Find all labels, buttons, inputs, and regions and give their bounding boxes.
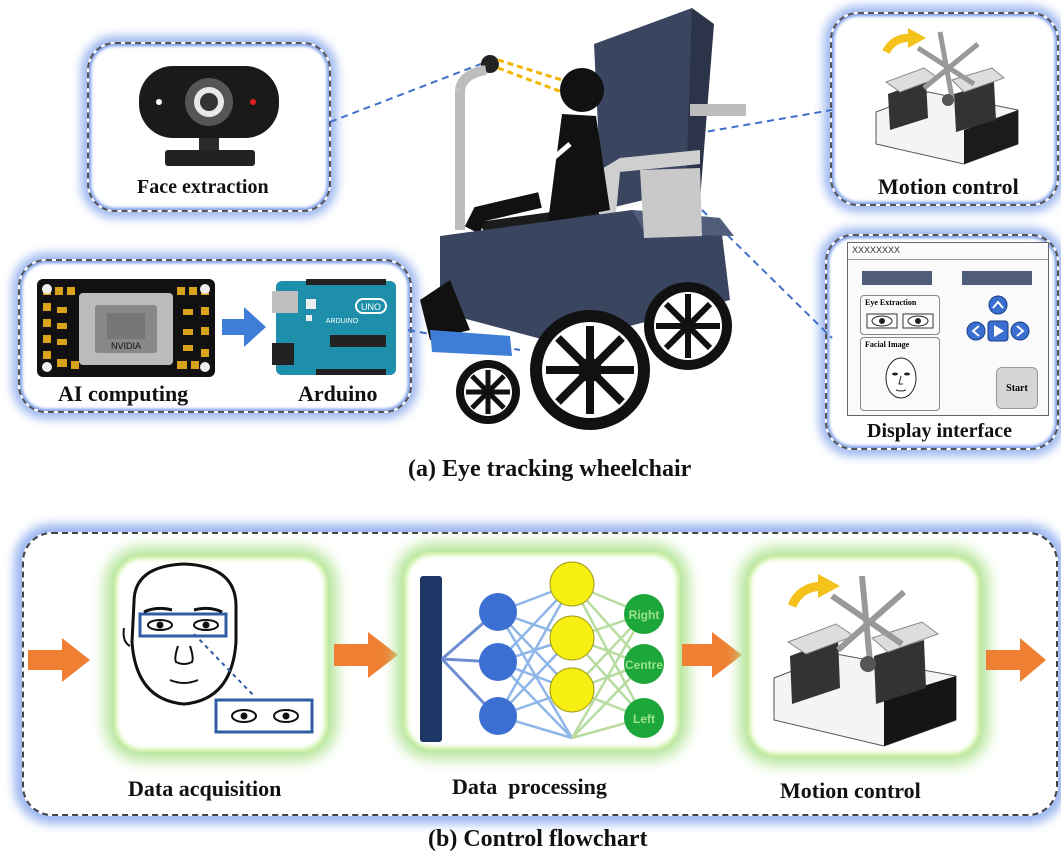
arrow-right-orange-icon-3	[682, 632, 742, 678]
start-button-label: Start	[1006, 382, 1028, 394]
arrow-right-orange-icon-4	[986, 638, 1046, 682]
top-caption: (a) Eye tracking wheelchair	[408, 456, 692, 482]
arduino-sub-text: ARDUINO	[326, 318, 359, 325]
output-centre-label: Centre	[625, 658, 663, 672]
arrow-right-orange-icon-1	[28, 638, 90, 682]
direction-pad-icon[interactable]	[958, 293, 1038, 353]
motion-control-panel-top: Motion control	[830, 12, 1059, 206]
face-extraction-label: Face extraction	[137, 176, 269, 198]
rear-wheel-icon	[644, 282, 732, 370]
motion-control-card-bottom	[748, 556, 980, 756]
display-window-title: XXXXXXXX	[852, 245, 901, 255]
data-acquisition-label: Data acquisition	[128, 776, 282, 801]
joystick-controller-icon	[875, 28, 1019, 165]
data-acquisition-card	[114, 556, 328, 752]
output-right-label: Right	[629, 608, 660, 622]
ai-arduino-panel: NVIDIA UNO ARDUINO AI computing Arduino	[18, 259, 412, 413]
title-bar-divider	[848, 259, 1048, 260]
output-left-label: Left	[633, 712, 655, 726]
data-processing-card: Right Centre Left	[404, 552, 680, 750]
large-wheel-icon	[530, 310, 650, 430]
arduino-label: Arduino	[298, 381, 378, 406]
display-interface-label: Display interface	[867, 420, 1012, 442]
display-bar-left	[862, 271, 932, 285]
arrow-right-orange-icon-2	[334, 632, 398, 678]
joystick-controller-icon-large	[773, 574, 957, 747]
gpu-board-icon: NVIDIA	[37, 279, 215, 377]
ai-computing-label: AI computing	[58, 381, 189, 406]
start-button[interactable]: Start	[996, 367, 1038, 409]
facial-image-box: Facial Image	[860, 337, 940, 411]
face-with-eye-box-icon	[122, 562, 314, 734]
display-bar-right	[962, 271, 1032, 285]
front-wheel-icon	[456, 360, 520, 424]
bottom-caption: (b) Control flowchart	[428, 826, 648, 852]
face-extraction-panel: Face extraction	[87, 42, 331, 212]
facial-image-title: Facial Image	[865, 340, 910, 349]
motion-control-label-bottom: Motion control	[780, 778, 921, 803]
webcam-icon	[139, 66, 279, 166]
motion-control-label-top: Motion control	[878, 174, 1019, 199]
eyes-icon	[866, 313, 934, 329]
wheelchair-illustration	[329, 8, 833, 430]
display-window: XXXXXXXX Eye Extraction Facial Image	[847, 242, 1049, 416]
arduino-brand-text: UNO	[361, 302, 381, 312]
arduino-board-icon: UNO ARDUINO	[272, 279, 396, 375]
display-interface-panel: XXXXXXXX Eye Extraction Facial Image	[825, 234, 1059, 450]
arrow-right-blue-icon	[222, 307, 266, 347]
eye-extraction-title: Eye Extraction	[865, 298, 917, 307]
face-icon	[885, 357, 917, 399]
neural-network-icon: Right Centre Left	[420, 561, 664, 742]
data-processing-label: Data processing	[452, 774, 607, 799]
gpu-chip-text: NVIDIA	[111, 341, 141, 351]
eye-extraction-box: Eye Extraction	[860, 295, 940, 335]
